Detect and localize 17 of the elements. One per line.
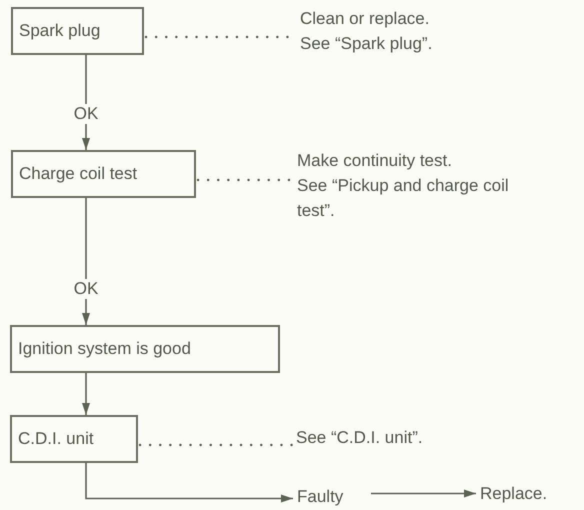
note-text: See “C.D.I. unit”. bbox=[296, 425, 536, 450]
arrow bbox=[82, 373, 90, 415]
note-text: Faulty bbox=[297, 484, 369, 509]
arrow bbox=[371, 490, 476, 498]
note-text: Clean or replace. bbox=[300, 8, 430, 30]
leader-line bbox=[138, 444, 294, 446]
edge-label: OK bbox=[74, 279, 98, 300]
note-text: See “Pickup and charge coil test”. bbox=[297, 175, 510, 222]
process-box: Charge coil test bbox=[11, 150, 196, 198]
note-text: Make continuity test. bbox=[297, 150, 453, 172]
edge-label: OK bbox=[74, 104, 98, 124]
note-text: Replace. bbox=[480, 481, 570, 506]
process-box: C.D.I. unit bbox=[10, 415, 138, 463]
note-text: See “Spark plug”. bbox=[300, 33, 434, 55]
process-box: Ignition system is good bbox=[10, 325, 280, 373]
process-box: Spark plug bbox=[11, 7, 144, 55]
arrow bbox=[85, 463, 293, 502]
